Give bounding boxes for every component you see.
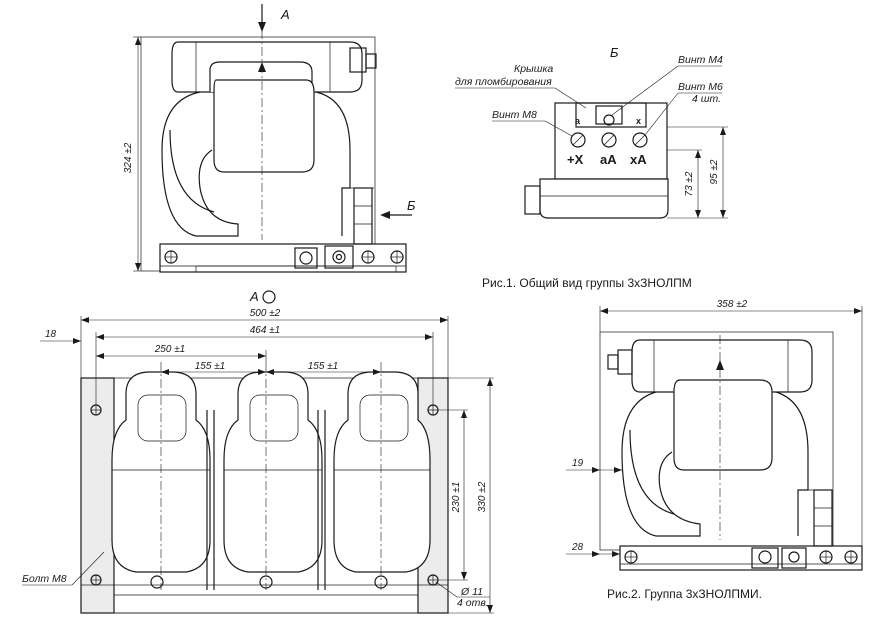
view-b-label: Б — [407, 198, 416, 213]
callout-cover-1: Крышка — [514, 63, 553, 75]
dim-19: 19 — [572, 458, 584, 469]
view-b-title: Б — [610, 45, 619, 60]
terminal-plus-x: +Х — [567, 152, 584, 167]
dim-73: 73 ±2 — [684, 171, 695, 196]
mount-hole-icon — [427, 574, 439, 586]
dim-250: 250 ±1 — [154, 344, 186, 355]
dim-28: 28 — [571, 542, 584, 553]
screw-m8-icon — [570, 132, 586, 148]
transformer-1 — [111, 362, 211, 590]
view-a-circle-icon — [262, 290, 276, 304]
terminal-x-small: х — [636, 116, 641, 126]
callout-screw-m6-qty: 4 шт. — [692, 93, 721, 105]
view-b-arrow-icon — [380, 211, 390, 219]
base-bolt-icon — [390, 250, 404, 264]
dim-500: 500 ±2 — [250, 308, 281, 319]
fig2-side-view: 358 ±2 19 28 Рис.2. Группа 3хЗНОЛПМИ. — [566, 299, 863, 601]
base-bolt-icon — [164, 250, 178, 264]
terminal-x-a: хА — [630, 152, 647, 167]
callout-screw-m4: Винт М4 — [678, 54, 723, 66]
dim-330: 330 ±2 — [477, 481, 488, 512]
callout-screw-m8: Винт М8 — [492, 109, 537, 121]
base-bolt-icon — [819, 550, 833, 564]
screw-m4-icon — [603, 114, 615, 126]
terminal-a-small: а — [575, 116, 581, 126]
callout-bolt-m8: Болт М8 — [22, 573, 67, 585]
terminal-a-a: аА — [600, 152, 617, 167]
screw-m6-icon — [601, 132, 617, 148]
fig1-view-b: Б а х +Х аА хА 73 ±2 95 ±2 Крышка — [455, 45, 728, 290]
caption-fig1: Рис.1. Общий вид группы 3хЗНОЛПМ — [482, 276, 692, 290]
view-a-label: А — [280, 7, 290, 22]
screw-m6-icon — [632, 132, 648, 148]
mount-hole-icon — [427, 404, 439, 416]
dim-464: 464 ±1 — [250, 325, 281, 336]
base-bolt-icon — [361, 250, 375, 264]
dim-155-left: 155 ±1 — [195, 361, 226, 372]
dim-95: 95 ±2 — [709, 159, 720, 184]
direction-arrow-icon — [716, 360, 724, 370]
dim-18: 18 — [45, 329, 57, 340]
transformer-3 — [333, 362, 431, 590]
mount-hole-icon — [90, 574, 102, 586]
view-a-arrow-icon — [258, 22, 266, 32]
direction-arrow-icon — [258, 62, 266, 72]
dim-324: 324 ±2 — [123, 142, 134, 173]
dim-155-right: 155 ±1 — [308, 361, 339, 372]
caption-fig2: Рис.2. Группа 3хЗНОЛПМИ. — [607, 587, 762, 601]
dim-230: 230 ±1 — [451, 482, 462, 514]
callout-hole-qty: 4 отв. — [457, 597, 489, 609]
view-a-title: А — [249, 289, 259, 304]
transformer-2 — [223, 362, 323, 590]
dim-358: 358 ±2 — [717, 299, 748, 310]
base-bolt-icon — [844, 550, 858, 564]
base-bolt-icon — [624, 550, 638, 564]
callout-cover-2: для пломбирования — [455, 76, 552, 88]
fig1-side-view: А Б 324 ±2 — [123, 4, 416, 273]
callout-screw-m6: Винт М6 — [678, 81, 723, 93]
mount-hole-icon — [90, 404, 102, 416]
plan-view-a: А — [22, 289, 494, 614]
callout-hole-dia: Ø 11 — [460, 586, 483, 598]
